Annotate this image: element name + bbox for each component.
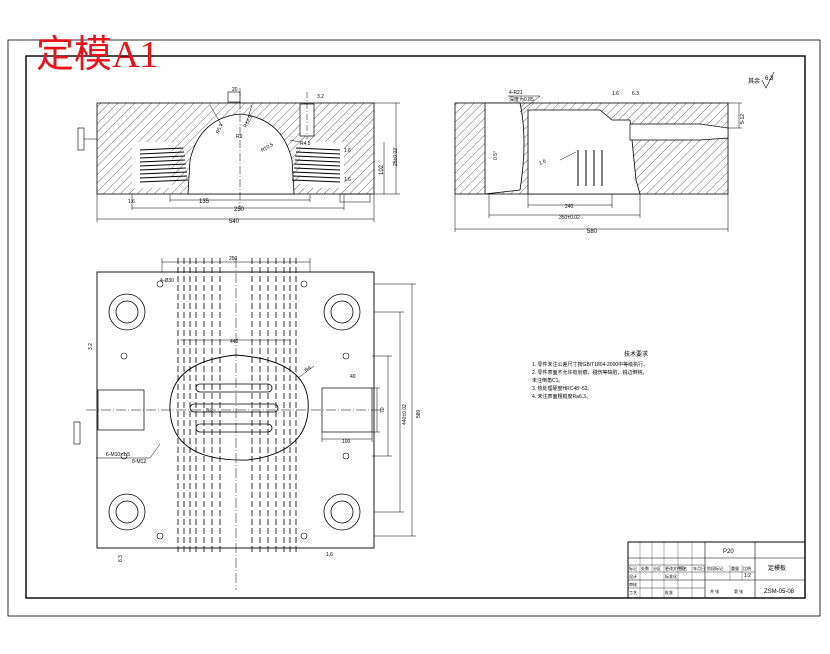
svg-text:R10.5: R10.5 <box>260 142 275 154</box>
svg-text:1.6: 1.6 <box>612 91 619 97</box>
svg-text:135: 135 <box>199 199 210 205</box>
svg-text:25±0.02: 25±0.02 <box>393 148 399 166</box>
svg-text:4-Ø30: 4-Ø30 <box>160 278 174 284</box>
svg-text:1.6: 1.6 <box>538 158 547 166</box>
svg-text:未注倒角C1。: 未注倒角C1。 <box>532 377 563 384</box>
svg-text:R4: R4 <box>304 365 313 374</box>
svg-text:250: 250 <box>229 256 238 262</box>
svg-text:2. 零件表面不允许有划痕、碰伤等缺陷，锐边倒钝，: 2. 零件表面不允许有划痕、碰伤等缺陷，锐边倒钝， <box>532 369 648 376</box>
svg-text:4-R21: 4-R21 <box>509 90 523 96</box>
svg-text:6.3: 6.3 <box>118 555 124 562</box>
svg-text:70: 70 <box>380 407 386 413</box>
svg-text:ZSM-05-08: ZSM-05-08 <box>764 589 795 595</box>
svg-text:250: 250 <box>234 207 245 213</box>
svg-text:阶段标记: 阶段标记 <box>707 565 723 571</box>
front-section-view: 540 250 135 102 25±0.02 R5.5 R12.5 R10.5… <box>77 87 400 225</box>
svg-text:审核: 审核 <box>629 581 637 587</box>
svg-text:技术要求: 技术要求 <box>624 350 648 358</box>
svg-text:1.6: 1.6 <box>344 148 351 154</box>
svg-text:批准: 批准 <box>665 589 673 595</box>
svg-text:540: 540 <box>229 219 240 225</box>
svg-text:更改文件号: 更改文件号 <box>665 565 685 571</box>
svg-text:440±0.02: 440±0.02 <box>402 404 408 425</box>
svg-text:40: 40 <box>350 374 356 380</box>
svg-text:P20: P20 <box>723 549 734 555</box>
svg-text:6.3: 6.3 <box>765 76 774 82</box>
svg-text:580: 580 <box>416 409 422 418</box>
inner-frame <box>25 55 806 599</box>
svg-text:签名: 签名 <box>679 565 687 571</box>
svg-text:比例: 比例 <box>743 565 751 571</box>
svg-text:8-M12: 8-M12 <box>132 459 146 465</box>
svg-text:102: 102 <box>379 164 385 175</box>
roughness-note: 其余 6.3 <box>748 71 775 89</box>
side-section-view: 580 350±0.02 240 5-12 0.5° 4-R21 深度为0.85… <box>454 90 746 235</box>
svg-text:3.2: 3.2 <box>206 408 213 414</box>
svg-text:20: 20 <box>232 87 238 93</box>
svg-text:6-M10×1.5: 6-M10×1.5 <box>106 452 130 458</box>
svg-text:440: 440 <box>230 339 239 345</box>
svg-text:100: 100 <box>342 439 351 445</box>
svg-text:3.2: 3.2 <box>317 94 324 100</box>
svg-text:R4.5: R4.5 <box>300 141 311 147</box>
svg-text:3. 热处理硬度HRC48~52。: 3. 热处理硬度HRC48~52。 <box>532 385 592 392</box>
svg-text:深度为0.85: 深度为0.85 <box>509 96 534 103</box>
svg-text:工艺: 工艺 <box>629 590 637 595</box>
svg-text:240: 240 <box>565 204 574 210</box>
svg-text:1.6: 1.6 <box>326 552 333 558</box>
svg-text:0.5°: 0.5° <box>493 151 499 160</box>
svg-text:4. 未注表面粗糙度Ra6.3。: 4. 未注表面粗糙度Ra6.3。 <box>532 393 591 400</box>
svg-text:1:2: 1:2 <box>744 573 751 579</box>
drawing-stamp-label: 定模A1 <box>36 34 159 76</box>
svg-text:6.3: 6.3 <box>632 91 639 97</box>
svg-text:R9: R9 <box>236 134 243 140</box>
svg-text:处数: 处数 <box>641 565 649 571</box>
svg-text:年月日: 年月日 <box>693 565 705 571</box>
svg-text:R12.5: R12.5 <box>243 114 255 129</box>
svg-text:580: 580 <box>587 229 598 235</box>
svg-text:共 张: 共 张 <box>710 588 719 594</box>
svg-text:重量: 重量 <box>731 565 739 571</box>
svg-text:5-12: 5-12 <box>740 114 746 124</box>
title-block <box>627 541 806 599</box>
svg-text:定模板: 定模板 <box>768 564 786 572</box>
title-block-text: P20 定模板 1:2 ZSM-05-08 标记 处数 分区 更改文件号 签名 … <box>629 549 795 595</box>
plan-view: 250 580 440±0.02 100 70 440 40 R4 3.2 6.… <box>73 256 422 590</box>
svg-text:第 张: 第 张 <box>734 588 743 594</box>
outer-frame <box>7 39 821 617</box>
svg-text:R5.5: R5.5 <box>215 123 224 135</box>
technical-requirements: 技术要求 1. 零件未注公差尺寸按GB/T1804-2000中等级执行。 2. … <box>532 350 648 400</box>
svg-text:350±0.02: 350±0.02 <box>559 215 580 221</box>
svg-text:1.6: 1.6 <box>128 199 135 205</box>
svg-text:标准化: 标准化 <box>665 573 677 579</box>
svg-text:设计: 设计 <box>629 573 637 579</box>
svg-text:标记: 标记 <box>629 565 637 571</box>
svg-text:分区: 分区 <box>653 565 661 571</box>
svg-text:3.2: 3.2 <box>88 343 94 350</box>
svg-text:1. 零件未注公差尺寸按GB/T1804-2000中等级执行: 1. 零件未注公差尺寸按GB/T1804-2000中等级执行。 <box>532 361 648 368</box>
svg-text:1.6: 1.6 <box>344 177 351 183</box>
svg-text:其余: 其余 <box>748 77 760 85</box>
